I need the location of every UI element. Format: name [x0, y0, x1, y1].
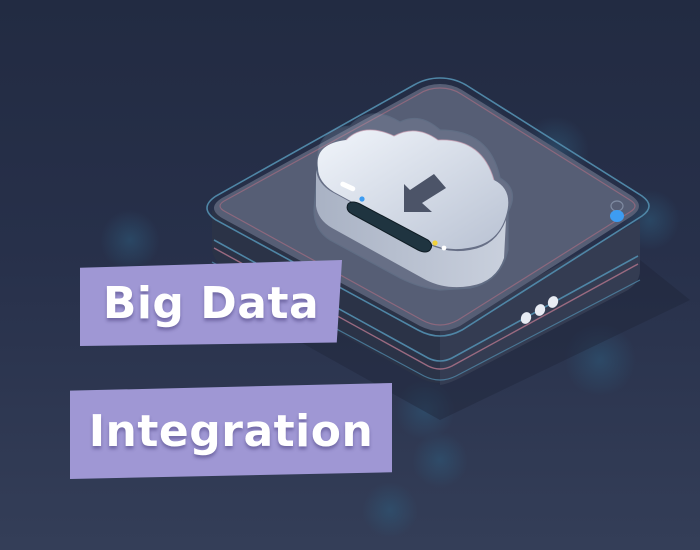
banner-big-data: Big Data [80, 260, 342, 346]
banner-big-data-label: Big Data [102, 277, 320, 329]
banner-integration-label: Integration [88, 405, 374, 457]
status-light-icon [610, 200, 624, 222]
banner-integration: Integration [70, 383, 392, 479]
download-arrow-icon [404, 174, 446, 212]
indicator-dots-icon [520, 296, 559, 324]
